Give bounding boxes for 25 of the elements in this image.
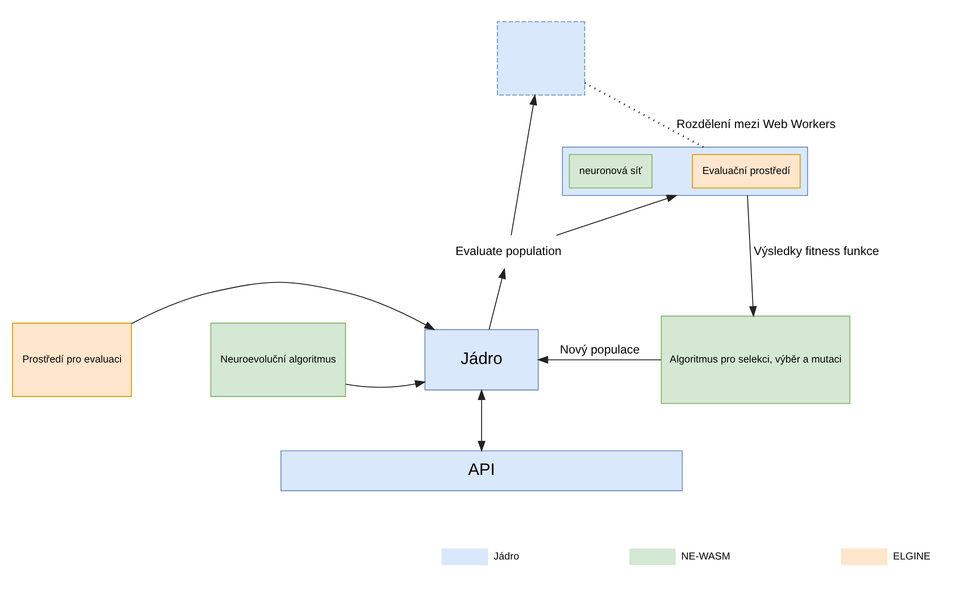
legend-label: Jádro: [494, 550, 520, 562]
arrow: [536, 355, 662, 364]
node-box: Algoritmus pro selekci, výběr a mutaci: [660, 315, 850, 404]
legend-label: NE-WASM: [681, 550, 730, 562]
node-text: Evaluate population: [456, 244, 562, 258]
connector: [584, 82, 704, 148]
node-box: neuronová síť: [568, 154, 652, 188]
edge-label: Rozdělení mezi Web Workers: [676, 116, 836, 130]
arrow: [488, 267, 506, 330]
legend-label: ELGINE: [893, 550, 930, 562]
arrow: [478, 388, 486, 452]
arrow: [510, 94, 538, 236]
arrow: [345, 380, 426, 388]
node-box: API: [280, 450, 683, 491]
node-box: Neuroevoluční algoritmus: [210, 322, 346, 396]
node-box: Jádro: [424, 328, 539, 390]
arrow: [556, 194, 678, 236]
arrow: [746, 194, 757, 317]
arrow: [131, 281, 436, 330]
node-box: [496, 20, 586, 96]
edge-label: Nový populace: [560, 342, 640, 356]
cluster: [562, 146, 808, 196]
edge-label: Výsledky fitness funkce: [754, 244, 880, 258]
node-box: Evaluační prostředí: [692, 154, 801, 188]
node-box: Prostředí pro evaluaci: [12, 322, 132, 396]
